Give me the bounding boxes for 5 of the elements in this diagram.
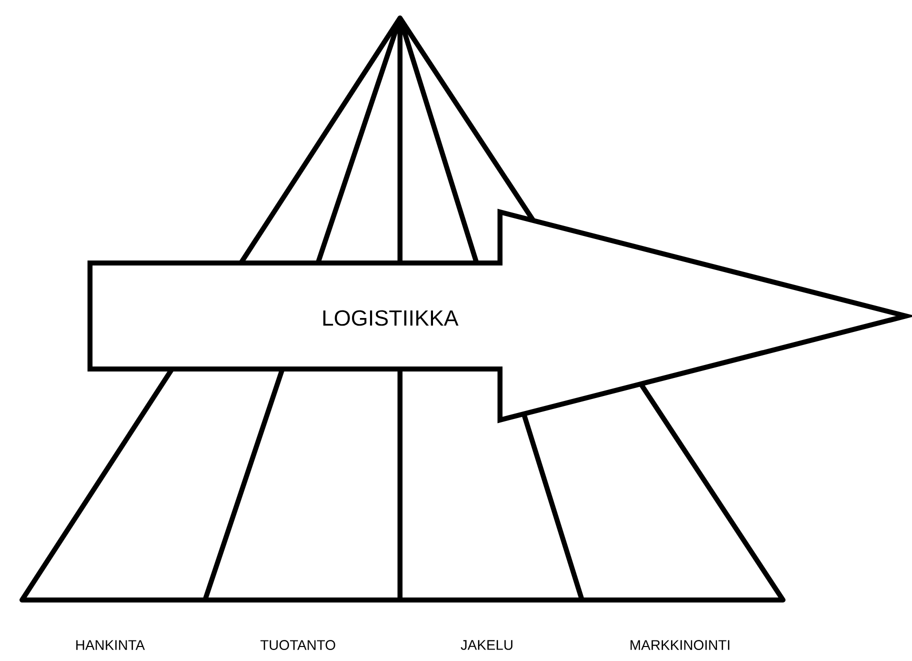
section-label: TUOTANTO (260, 640, 336, 650)
section-label: HANKINTA (76, 640, 145, 650)
node-label: LOGISTIIKKA (323, 310, 458, 326)
section-label: MARKKINOINTI (630, 640, 730, 650)
section-label: JAKELU (460, 640, 512, 650)
